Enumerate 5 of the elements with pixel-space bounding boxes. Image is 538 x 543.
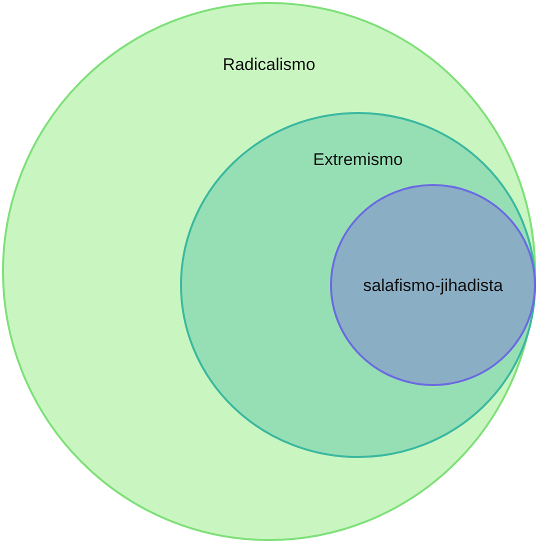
- region-label: Radicalismo: [222, 54, 316, 76]
- region-label: Extremismo: [312, 149, 404, 171]
- ellipse-region: [180, 112, 536, 458]
- region-label: salafismo-jihadista: [362, 275, 504, 297]
- ellipse-region: [330, 184, 536, 386]
